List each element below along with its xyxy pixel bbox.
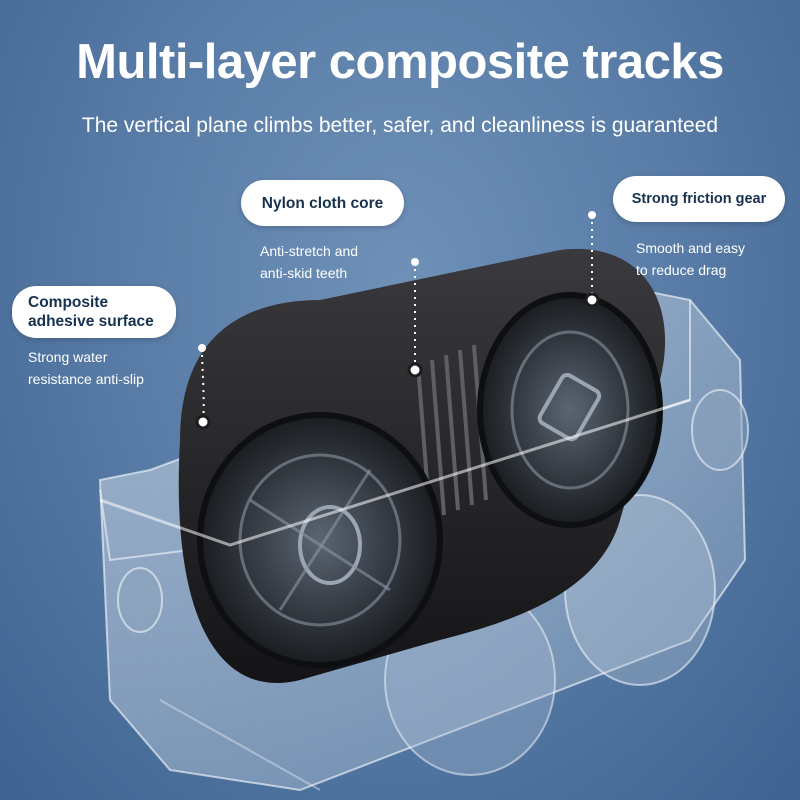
desc-line: Strong water (28, 349, 108, 365)
callout-leaders (201, 215, 593, 423)
right-wheel (477, 292, 663, 528)
desc-line: anti-skid teeth (260, 265, 348, 281)
label-line: Composite (28, 294, 109, 311)
callout-label: Nylon cloth core (261, 194, 384, 212)
callout-label: Composite adhesive surface (28, 293, 154, 331)
desc-line: Smooth and easy (636, 240, 745, 256)
callout-composite-desc: Strong water resistance anti-slip (28, 346, 144, 390)
callout-friction-desc: Smooth and easy to reduce drag (636, 237, 745, 281)
housing-edge (99, 398, 691, 547)
callout-nylon-desc: Anti-stretch and anti-skid teeth (260, 240, 358, 284)
label-line: adhesive surface (28, 313, 154, 330)
left-wheel (197, 412, 443, 668)
callout-composite-adhesive-surface: Composite adhesive surface (12, 286, 176, 338)
callout-nylon-cloth-core: Nylon cloth core (241, 180, 404, 226)
callout-label: Strong friction gear (631, 190, 767, 207)
page-subtitle: The vertical plane climbs better, safer,… (81, 114, 719, 137)
page-title: Multi-layer composite tracks (76, 35, 724, 89)
callout-dots (195, 211, 600, 430)
desc-line: Anti-stretch and (260, 243, 359, 259)
desc-line: resistance anti-slip (28, 371, 144, 387)
desc-line: to reduce drag (636, 262, 727, 278)
callout-strong-friction-gear: Strong friction gear (613, 176, 785, 222)
